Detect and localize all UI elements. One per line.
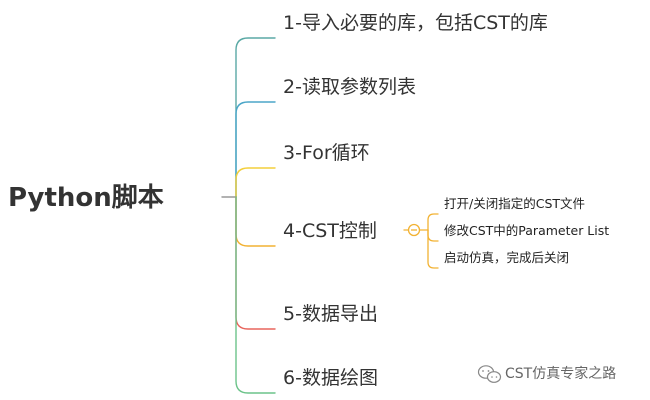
collapse-toggle-branch-4[interactable] (407, 223, 421, 237)
branch-2-label[interactable]: 2-读取参数列表 (283, 76, 416, 98)
branch-4-connector (235, 196, 276, 247)
branch-3-label[interactable]: 3-For循环 (283, 142, 370, 164)
sub-branch-2-label[interactable]: 修改CST中的Parameter List (444, 223, 609, 238)
branch-4-label[interactable]: 4-CST控制 (283, 220, 377, 242)
connector-lines (221, 37, 439, 394)
branch-1-connector (235, 37, 276, 198)
sub-branch-1-label[interactable]: 打开/关闭指定的CST文件 (444, 196, 585, 211)
watermark-label: CST仿真专家之路 (505, 365, 616, 382)
branch-5-label[interactable]: 5-数据导出 (283, 303, 378, 325)
sub-branch-3-connector (427, 229, 439, 269)
branch-list: 1-导入必要的库，包括CST的库 2-读取参数列表 3-For循环 4-CST控… (283, 12, 548, 389)
branch-1-label[interactable]: 1-导入必要的库，包括CST的库 (283, 12, 548, 34)
branch-6-label[interactable]: 6-数据绘图 (283, 367, 378, 389)
sub-branch-2-connector (427, 229, 439, 242)
sub-branch-3-label[interactable]: 启动仿真，完成后关闭 (444, 250, 569, 265)
branch-3-connector (235, 167, 276, 198)
branch-6-connector (235, 196, 276, 394)
wechat-icon (477, 365, 502, 383)
sub-branch-list: 打开/关闭指定的CST文件 修改CST中的Parameter List 启动仿真… (444, 196, 609, 265)
root-node[interactable]: Python脚本 (8, 183, 164, 213)
watermark: CST仿真专家之路 (477, 365, 616, 383)
branch-2-connector (235, 101, 276, 198)
sub-branch-1-connector (427, 213, 439, 231)
root-label: Python脚本 (8, 183, 164, 213)
branch-5-connector (235, 196, 276, 330)
